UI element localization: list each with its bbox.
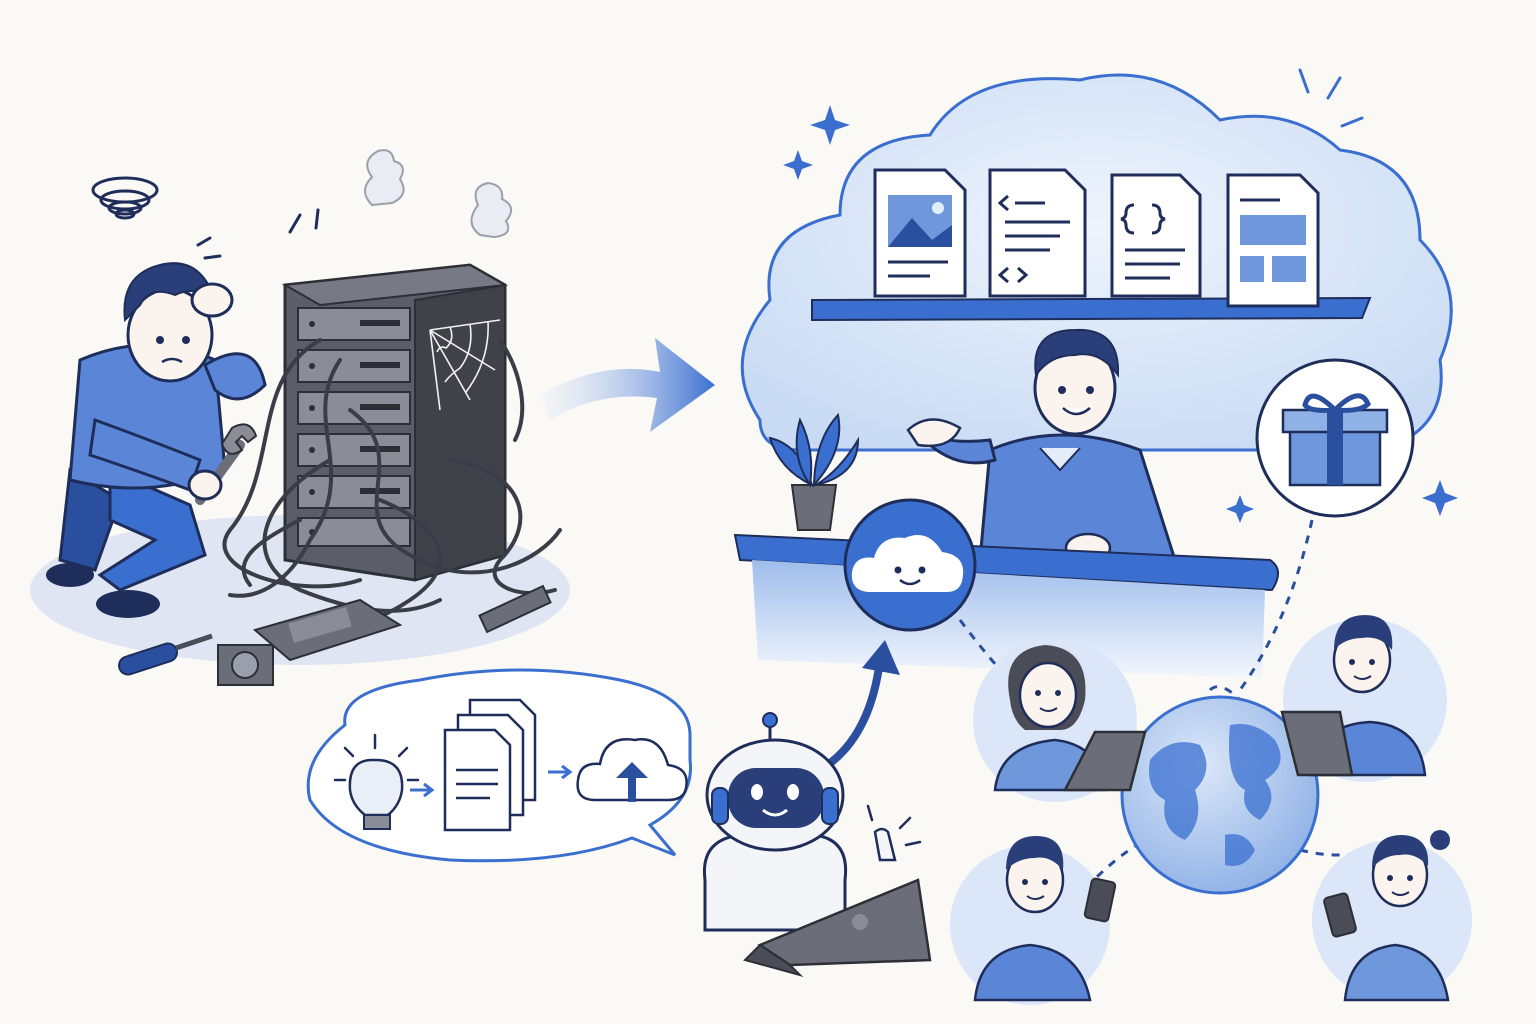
user-man-laptop — [1280, 615, 1447, 782]
workflow-arrow-2 — [548, 764, 573, 780]
screwdriver-icon — [118, 633, 213, 676]
dizzy-spiral-icon — [91, 176, 159, 220]
lightbulb-icon — [333, 733, 420, 830]
tangled-cables — [222, 338, 562, 626]
robot-arrow — [816, 656, 884, 774]
code-document-icon — [988, 168, 1087, 298]
transition-arrow — [540, 338, 715, 432]
user-boy-phone — [950, 836, 1117, 1005]
cloud-hosting-scene — [733, 68, 1458, 678]
workflow-arrow-1 — [410, 782, 435, 798]
broken-fan-part — [217, 644, 274, 686]
ai-robot-assistant — [702, 640, 932, 977]
gift-icon — [1255, 358, 1415, 518]
globe-icon — [1120, 695, 1320, 895]
documents-icon — [443, 698, 537, 832]
smoke-icon — [364, 149, 513, 239]
potted-plant — [768, 412, 860, 531]
spider-web-icon — [429, 319, 501, 411]
sparkle-icons — [783, 105, 1458, 523]
cloud-upload-icon — [576, 738, 688, 802]
json-document-icon — [1110, 173, 1202, 298]
support-agent-person — [906, 328, 1178, 564]
robot-laptop — [743, 878, 932, 977]
loose-drive-part — [252, 598, 403, 662]
broken-connector-part — [478, 584, 552, 634]
image-document-icon — [873, 168, 967, 298]
server-rack — [281, 263, 509, 582]
user-woman-laptop — [973, 638, 1147, 802]
shine-marks — [1298, 68, 1364, 128]
workflow-speech-bubble — [306, 668, 692, 863]
frustrated-engineer — [46, 262, 267, 618]
left-scene-frustrated-engineer — [30, 149, 570, 686]
stress-marks — [196, 208, 320, 260]
user-woman-phone — [1312, 830, 1472, 1002]
global-users-network — [950, 519, 1472, 1005]
cloud-smile-icon — [843, 498, 977, 632]
layout-document-icon — [1226, 173, 1320, 308]
